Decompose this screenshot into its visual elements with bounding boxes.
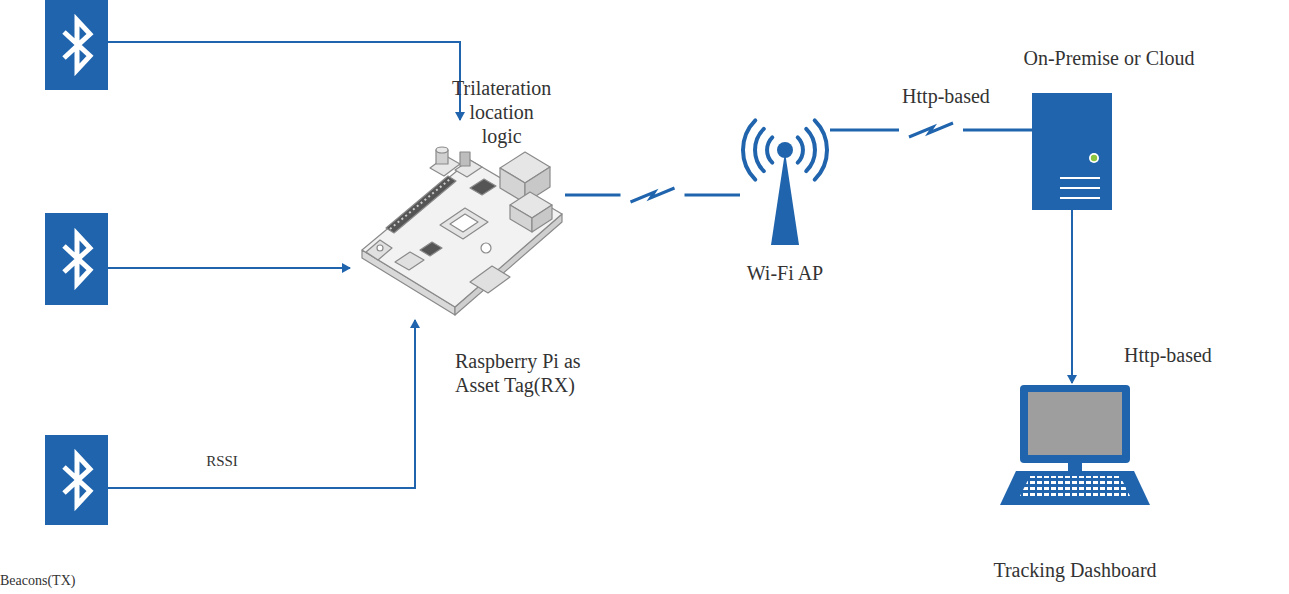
connector (1071, 210, 1073, 383)
edge-label: Http-based (1122, 343, 1214, 367)
wifi-ap-node: Wi-Fi AP (740, 95, 830, 245)
raspberry-pi-node: Raspberry Pi as Asset Tag(RX) (355, 125, 565, 320)
laptop-icon (1000, 385, 1150, 505)
edge-label: Http-based (900, 84, 992, 108)
node-caption: Beacons(TX) (0, 572, 75, 589)
node-caption: Wi-Fi AP (747, 261, 823, 285)
node-caption: On-Premise or Cloud (1023, 46, 1194, 70)
server-icon (1032, 93, 1112, 210)
connector (108, 320, 415, 488)
logic-label: Trilateration location logic (452, 76, 551, 148)
wifi-antenna-icon (743, 120, 827, 245)
signal-line (108, 267, 350, 269)
beacon-icon (45, 0, 108, 90)
signal-line (108, 42, 460, 120)
beacon-icon (45, 213, 108, 305)
raspberry-pi-board (362, 147, 562, 315)
dashboard-node: Tracking Dashboard (1000, 383, 1150, 505)
node-caption: Tracking Dashboard (993, 558, 1156, 582)
server-node: On-Premise or Cloud (1032, 93, 1112, 210)
connector (565, 188, 740, 202)
connector (830, 123, 1032, 137)
beacon-node: Beacons(TX) (45, 435, 108, 525)
beacon-icon (45, 435, 108, 525)
edge-label: RSSI (204, 452, 240, 470)
node-caption: Raspberry Pi as Asset Tag(RX) (455, 349, 605, 397)
